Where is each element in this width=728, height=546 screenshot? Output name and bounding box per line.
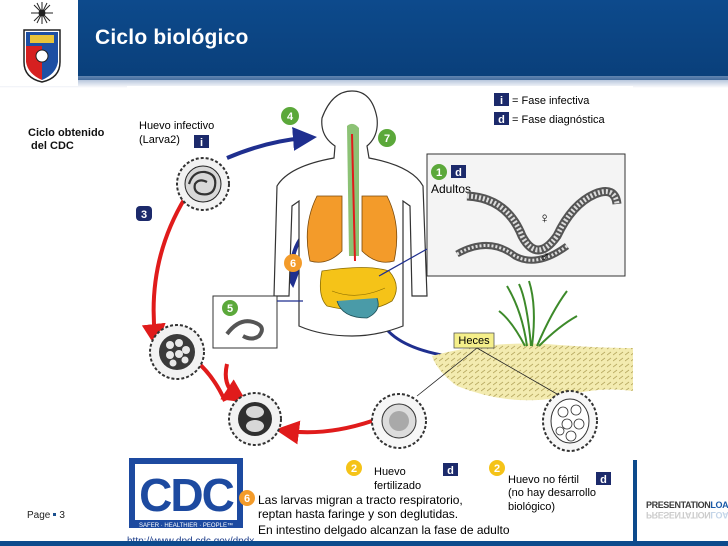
- svg-text:d: d: [600, 474, 607, 486]
- diagnostic-badge-icon: [443, 463, 458, 476]
- svg-text:1: 1: [436, 167, 442, 179]
- crest-icon: [23, 2, 61, 83]
- source-note-line1: Ciclo obtenido: [28, 127, 105, 139]
- source-note-line2: del CDC: [28, 140, 74, 152]
- unfertilized-caption: 2 Huevo no fértil (no hay desarrollo bio…: [489, 460, 611, 513]
- legend-infective-letter: i: [500, 95, 503, 107]
- page-title: Ciclo biológico: [95, 26, 249, 49]
- svg-text:6: 6: [290, 258, 296, 270]
- svg-text:Adultos: Adultos: [431, 182, 471, 196]
- title-bar-fade: [0, 76, 728, 88]
- bullet-icon: [53, 513, 57, 516]
- svg-text:2: 2: [351, 463, 357, 475]
- svg-text:i: i: [200, 137, 203, 149]
- stage-3-marker: 3: [136, 206, 152, 221]
- left-lung-icon: [306, 195, 343, 263]
- legend-infective: i = Fase infectiva: [494, 93, 590, 107]
- svg-text:4: 4: [287, 111, 294, 123]
- svg-text:reptan hasta faringe y son deg: reptan hasta faringe y son deglutidas.: [258, 507, 458, 521]
- soil-grass: Heces: [432, 280, 633, 401]
- infective-badge-icon: [494, 93, 509, 106]
- svg-text:♀: ♀: [539, 210, 550, 227]
- page-label: Page: [27, 510, 51, 521]
- svg-text:Huevo: Huevo: [374, 466, 406, 478]
- infective-egg: Huevo infectivo (Larva2) i: [139, 120, 230, 211]
- cdc-logo: CDC SAFER · HEALTHIER · PEOPLE™: [129, 458, 243, 529]
- svg-text:En intestino delgado alcanzan: En intestino delgado alcanzan la fase de…: [258, 523, 510, 537]
- presentationload-logo: PRESENTATIONLOAD PRESENTATIONLOAD: [646, 500, 728, 520]
- svg-text:biológico): biológico): [508, 501, 555, 513]
- svg-text:7: 7: [384, 133, 390, 145]
- svg-text:d: d: [447, 465, 454, 477]
- unfertilized-egg: [542, 390, 598, 452]
- svg-text:(no hay desarrollo: (no hay desarrollo: [508, 487, 596, 499]
- heces-label-box: [453, 332, 495, 349]
- cdc-tagline: SAFER · HEALTHIER · PEOPLE™: [139, 522, 233, 529]
- arrow-to-egg3-icon: [141, 196, 187, 348]
- svg-text:Huevo no fértil: Huevo no fértil: [508, 474, 579, 486]
- arrow-fert-egg-icon: [275, 419, 373, 445]
- page-number: 3: [59, 510, 65, 521]
- svg-text:♂: ♂: [539, 249, 550, 266]
- fertilized-egg: [371, 393, 427, 449]
- stage-7-marker: 7: [378, 129, 396, 147]
- source-note: Ciclo obtenido del CDC: [28, 127, 104, 153]
- migration-description: 6 Las larvas migran a tracto respiratori…: [239, 490, 510, 537]
- right-lung-icon: [361, 195, 398, 263]
- svg-text:3: 3: [141, 209, 147, 221]
- page-indicator: Page 3: [27, 510, 65, 521]
- title-bar: [0, 0, 728, 80]
- legend-infective-label: = Fase infectiva: [512, 95, 590, 107]
- diagnostic-badge-icon: [494, 112, 509, 125]
- life-cycle-diagram: i = Fase infectiva d = Fase diagnóstica: [127, 86, 633, 546]
- logo-reflection: PRESENTATIONLOAD: [646, 510, 728, 520]
- two-cell-egg: [228, 392, 282, 446]
- larva-box: 5: [212, 295, 303, 349]
- colon-icon: [336, 297, 379, 319]
- life-cycle-svg: i = Fase infectiva d = Fase diagnóstica: [127, 90, 633, 546]
- svg-text:6: 6: [244, 493, 250, 505]
- bottom-bar: [0, 541, 728, 546]
- infective-badge-icon: [194, 135, 209, 148]
- arrow-egg2-to-egg3-icon: [220, 363, 247, 403]
- svg-text:Huevo infectivo: Huevo infectivo: [139, 120, 214, 132]
- svg-text:(Larva2): (Larva2): [139, 134, 180, 146]
- diagnostic-badge-icon: [596, 472, 611, 485]
- arrow-ingestion-icon: [226, 126, 317, 160]
- stage-6-marker: 6: [284, 254, 302, 272]
- svg-text:5: 5: [227, 303, 233, 315]
- svg-text:d: d: [455, 167, 462, 179]
- heces-label: Heces: [458, 335, 490, 347]
- diagnostic-badge-icon: [451, 165, 466, 178]
- stage-4-marker: 4: [281, 107, 299, 125]
- frame-edge: [633, 460, 637, 546]
- legend-diagnostic-label: = Fase diagnóstica: [512, 114, 606, 126]
- human-body: [273, 90, 428, 337]
- embryonated-egg: [149, 324, 205, 380]
- adult-worms: 1 d Adultos ♀ ♂: [378, 153, 626, 277]
- legend: i = Fase infectiva d = Fase diagnóstica: [494, 93, 606, 126]
- university-logo: [0, 0, 78, 86]
- fertilized-caption: 2 Huevo fertilizado d: [346, 460, 458, 492]
- svg-text:2: 2: [494, 463, 500, 475]
- cdc-logo-text: CDC: [139, 469, 233, 521]
- svg-text:Las larvas migran a tracto res: Las larvas migran a tracto respiratorio,: [258, 493, 463, 507]
- legend-diagnostic: d = Fase diagnóstica: [494, 112, 606, 126]
- legend-diagnostic-letter: d: [498, 114, 505, 126]
- svg-text:fertilizado: fertilizado: [374, 480, 421, 492]
- stage-markers: 4 7 6 3: [136, 107, 396, 272]
